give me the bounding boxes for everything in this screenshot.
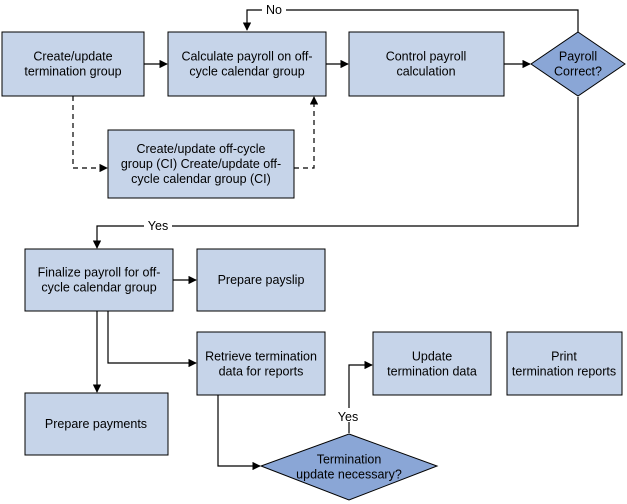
- node-prepare-payslip: Prepare payslip: [196, 248, 326, 312]
- node-finalize-payroll: Finalize payroll for off-cycle calendar …: [24, 248, 174, 312]
- node-text-line: Control payroll: [386, 50, 467, 64]
- node-text-line: termination reports: [512, 365, 616, 379]
- node-text-line: termination data: [387, 365, 477, 379]
- edge-decision-yes-to-finalize: [92, 97, 579, 249]
- edge-label-yes-update: Yes: [338, 410, 358, 424]
- node-text-line: Retrieve termination: [205, 350, 317, 364]
- edge-retrieve-to-decision: [217, 395, 261, 471]
- node-text-line: Prepare payments: [45, 417, 147, 431]
- node-text-line: cycle calendar group: [41, 281, 156, 295]
- node-text-line: Calculate payroll on off-: [181, 50, 312, 64]
- edge-label-no: No: [266, 3, 282, 17]
- node-text-line: Finalize payroll for off-: [38, 266, 161, 280]
- node-text-line: Print: [551, 350, 577, 364]
- node-text-line: Update: [412, 350, 452, 364]
- node-text-line: Termination: [317, 453, 382, 467]
- node-prepare-payslip-text: Prepare payslip: [218, 273, 305, 287]
- node-prepare-payments-text: Prepare payments: [45, 417, 147, 431]
- node-text-line: cycle calendar group (CI): [131, 172, 271, 186]
- node-text-line: calculation: [396, 65, 455, 79]
- node-text-line: update necessary?: [296, 468, 402, 482]
- node-text-line: group (CI) Create/update off-: [121, 157, 281, 171]
- edge-labels: No Yes Yes: [144, 3, 362, 424]
- node-prepare-payments: Prepare payments: [24, 392, 169, 456]
- node-calculate-payroll: Calculate payroll on off-cycle calendar …: [167, 31, 327, 97]
- node-text-line: Correct?: [554, 65, 602, 79]
- edge-finalize-to-retrieve: [107, 311, 197, 368]
- edges: [72, 9, 579, 471]
- node-calculate-payroll-text: Calculate payroll on off-cycle calendar …: [181, 50, 312, 79]
- node-finalize-payroll-text: Finalize payroll for off-cycle calendar …: [38, 266, 161, 295]
- node-text-line: Prepare payslip: [218, 273, 305, 287]
- node-text-line: cycle calendar group: [189, 65, 304, 79]
- node-text-line: Payroll: [559, 50, 597, 64]
- node-text-line: Create/update: [33, 50, 112, 64]
- edge-decision-no-to-calculate: [242, 9, 579, 32]
- edge-create-to-offcycle: [72, 96, 108, 173]
- node-text-line: termination group: [24, 65, 121, 79]
- edge-label-yes-finalize: Yes: [148, 219, 168, 233]
- edge-offcycle-to-calculate: [294, 96, 319, 169]
- node-text-line: data for reports: [219, 365, 304, 379]
- node-text-line: Create/update off-cycle: [136, 142, 265, 156]
